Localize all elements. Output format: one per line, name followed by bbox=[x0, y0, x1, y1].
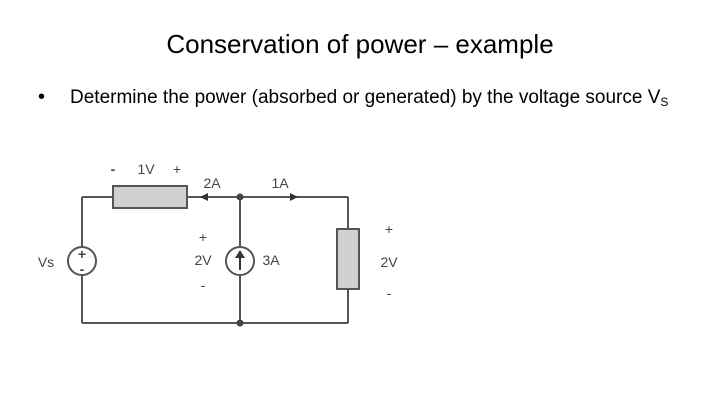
top-resistor-plus: + bbox=[173, 161, 181, 177]
slide-title: Conservation of power – example bbox=[166, 29, 554, 59]
right-voltage: 2V bbox=[380, 254, 398, 270]
top-resistor-minus: - bbox=[111, 161, 116, 177]
middle-voltage: 2V bbox=[194, 252, 212, 268]
junction-node-bottom bbox=[236, 319, 244, 327]
current-source-value: 3A bbox=[262, 252, 280, 268]
middle-plus: + bbox=[199, 229, 207, 245]
bullet-symbol: • bbox=[38, 86, 46, 108]
middle-minus: - bbox=[201, 277, 206, 293]
vs-minus-sign: - bbox=[80, 261, 85, 277]
arrow-right-icon bbox=[290, 193, 298, 201]
current-label-1a: 1A bbox=[271, 175, 289, 191]
arrow-left-icon bbox=[200, 193, 208, 201]
current-label-2a: 2A bbox=[203, 175, 221, 191]
resistor-top bbox=[112, 185, 188, 209]
voltage-source-vs bbox=[67, 246, 97, 276]
right-minus: - bbox=[387, 285, 392, 301]
vs-plus-sign: + bbox=[78, 246, 86, 262]
bullet-text: Determine the power (absorbed or generat… bbox=[70, 84, 670, 116]
source-label-vs: Vs bbox=[38, 254, 54, 270]
junction-node-top bbox=[236, 193, 244, 201]
resistor-right bbox=[336, 228, 360, 290]
bullet-text-main: Determine the power (absorbed or generat… bbox=[70, 87, 661, 108]
circuit-wires bbox=[81, 196, 349, 324]
right-plus: + bbox=[385, 221, 393, 237]
top-resistor-voltage: 1V bbox=[137, 161, 155, 177]
arrow-up-icon bbox=[235, 250, 245, 270]
bullet-text-subscript: S bbox=[660, 95, 669, 109]
